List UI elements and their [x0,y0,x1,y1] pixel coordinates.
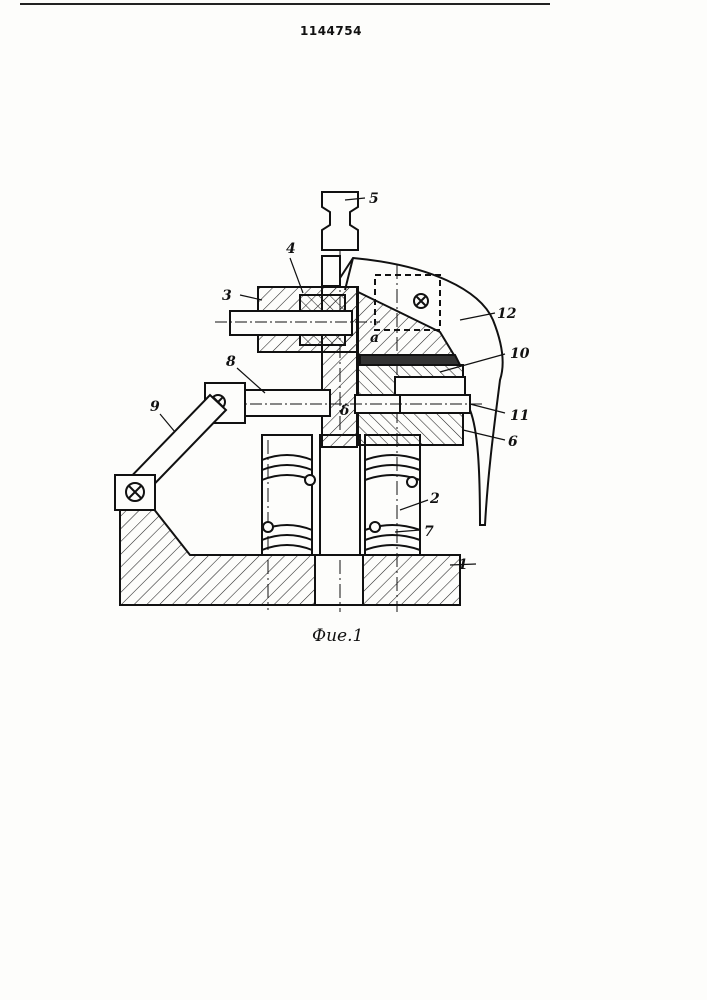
label-7: 7 [424,524,434,540]
label-3: 3 [222,288,232,304]
link-arm [115,395,226,510]
base-plate [120,508,460,605]
label-11: 11 [510,408,529,424]
guide-columns [262,435,420,555]
label-12: 12 [497,306,517,322]
dimension-a: a [370,330,379,346]
figure-caption: Фие.1 [312,626,363,646]
pins [414,294,428,308]
label-5: 5 [369,191,379,207]
label-10: 10 [510,346,530,362]
label-6: 6 [508,434,518,450]
label-1: 1 [458,557,468,573]
label-9: 9 [150,399,160,415]
wedge-block [358,292,460,365]
label-2: 2 [429,491,440,507]
top-slider [322,192,358,286]
dimension-delta: δ [339,403,349,419]
label-4: 4 [286,241,296,257]
label-8: 8 [226,354,236,370]
